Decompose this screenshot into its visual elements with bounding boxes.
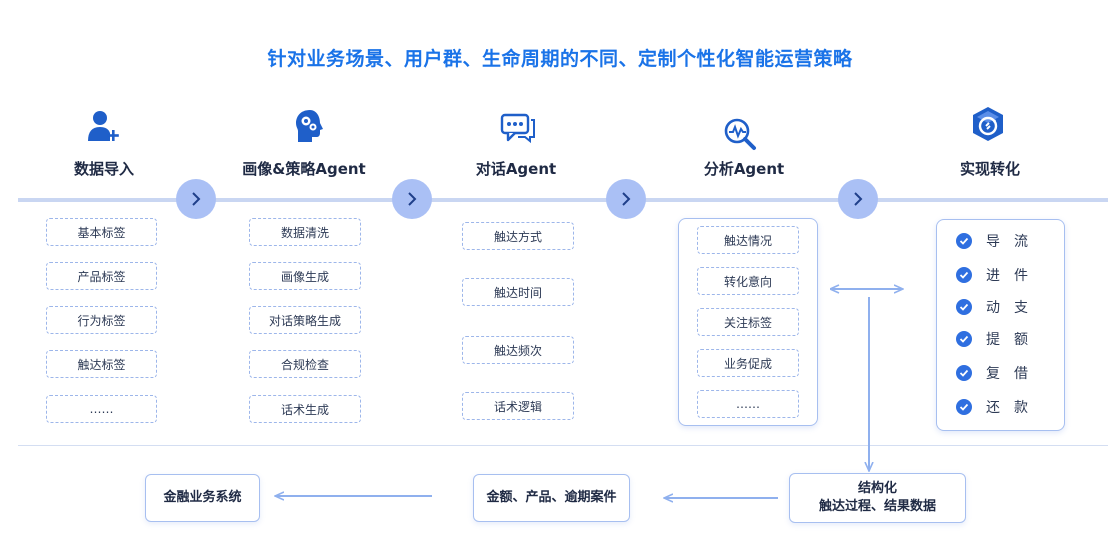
check-label: 还款 [986,400,1042,416]
tag-item: 话术逻辑 [462,392,574,420]
stage-label-conversion: 实现转化 [959,160,1020,178]
stage-label-dialog-agent: 对话Agent [475,160,557,178]
chevron-right-icon [176,179,216,219]
check-icon [956,299,972,315]
tag-item: …… [46,395,157,423]
check-item: 还款 [956,396,1042,418]
check-label: 动支 [986,300,1042,316]
tag-item: 话术生成 [249,395,361,423]
stage-label-analysis-agent: 分析Agent [703,160,785,178]
check-icon [956,267,972,283]
chevron-right-icon [606,179,646,219]
tag-item: 对话策略生成 [249,306,361,334]
tag-item: 关注标签 [697,308,799,336]
amount-product-box: 金额、产品、逾期案件 [473,474,630,522]
check-label: 提额 [986,332,1042,348]
chat-bubble-icon [500,113,535,144]
tag-item: 基本标签 [46,218,157,246]
tag-item: 合规检查 [249,350,361,378]
check-item: 导流 [956,230,1042,252]
tag-item: …… [697,390,799,418]
check-icon [956,233,972,249]
chevron-right-icon [392,179,432,219]
magnifier-chart-icon [724,118,756,150]
page-title: 针对业务场景、用户群、生命周期的不同、定制个性化智能运营策略 [267,48,853,70]
user-add-icon [88,111,119,141]
finance-system-box: 金融业务系统 [145,474,260,522]
conversion-panel [936,219,1065,431]
tag-item: 转化意向 [697,267,799,295]
tag-item: 画像生成 [249,262,361,290]
tag-item: 行为标签 [46,306,157,334]
tag-item: 业务促成 [697,349,799,377]
structured-subtitle: 触达过程、结果数据 [818,499,936,514]
tag-item: 触达频次 [462,336,574,364]
check-item: 提额 [956,328,1042,350]
structured-title: 结构化 [857,481,897,496]
check-label: 复借 [986,366,1042,382]
cube-cycle-icon [973,107,1003,141]
check-icon [956,399,972,415]
check-item: 动支 [956,296,1042,318]
tag-item: 触达时间 [462,278,574,306]
tag-item: 触达情况 [697,226,799,254]
separator-line [18,445,1108,446]
timeline-line [18,198,1108,202]
head-gears-icon [296,110,323,142]
check-item: 复借 [956,362,1042,384]
tag-item: 产品标签 [46,262,157,290]
tag-item: 触达标签 [46,350,157,378]
check-label: 导流 [986,234,1042,250]
stage-label-profile-strategy-agent: 画像&策略Agent [242,160,366,178]
check-icon [956,331,972,347]
check-item: 进件 [956,264,1042,286]
tag-item: 触达方式 [462,222,574,250]
chevron-right-icon [838,179,878,219]
structured-data-box: 结构化 触达过程、结果数据 [789,473,966,523]
check-label: 进件 [986,268,1042,284]
stage-label-data-import: 数据导入 [73,160,134,178]
tag-item: 数据清洗 [249,218,361,246]
check-icon [956,365,972,381]
